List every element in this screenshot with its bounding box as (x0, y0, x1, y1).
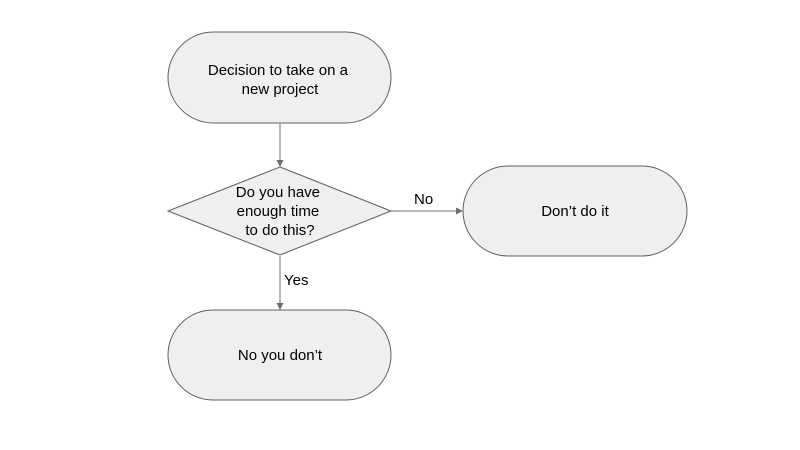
node-decision-line-1: Do you have (236, 184, 320, 201)
node-no-you-dont: No you don’t (167, 309, 392, 401)
node-decision: Do you have enough time to do this? (166, 166, 393, 256)
node-dont-do-it-line-1: Don’t do it (541, 203, 609, 220)
node-start-line-2: new project (242, 81, 320, 98)
node-decision-shape (166, 166, 393, 256)
edge-label-yes: Yes (284, 272, 308, 289)
node-decision-label: Do you have enough time to do this? (236, 184, 324, 239)
node-decision-line-2: enough time (237, 203, 320, 220)
node-dont-do-it: Don’t do it (462, 165, 688, 257)
node-dont-do-it-shape (462, 165, 688, 257)
node-no-you-dont-label: No you don’t (238, 347, 323, 364)
node-start: Decision to take on a new project (167, 31, 392, 124)
node-decision-line-3: to do this? (245, 222, 314, 239)
node-start-label: Decision to take on a new project (208, 62, 352, 98)
node-start-shape (167, 31, 392, 124)
node-dont-do-it-label: Don’t do it (541, 203, 609, 220)
arrowhead-start-to-decision (276, 160, 284, 167)
node-no-you-dont-line-1: No you don’t (238, 347, 323, 364)
node-start-line-1: Decision to take on a (208, 62, 349, 79)
arrowhead-decision-to-dont-do-it (456, 207, 463, 215)
node-no-you-dont-shape (167, 309, 392, 401)
edge-label-no: No (414, 191, 433, 208)
arrowhead-decision-to-no-you-dont (276, 303, 284, 310)
